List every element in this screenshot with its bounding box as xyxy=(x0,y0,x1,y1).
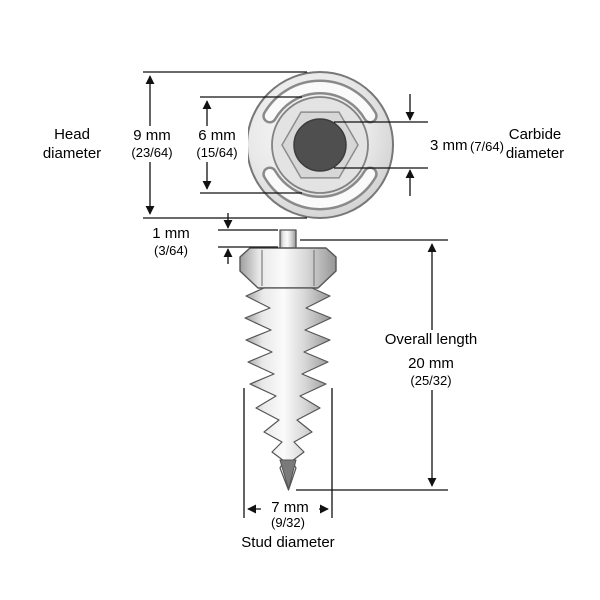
inner-mm-value: 6 mm xyxy=(198,127,236,144)
head-top-notch xyxy=(264,82,376,121)
overall-frac-value: (25/32) xyxy=(410,373,452,388)
carbide-mm-value: 3 mm xyxy=(430,137,468,154)
stud-mm-value: 7 mm xyxy=(271,499,309,516)
carbide-frac-value: (7/64) xyxy=(470,139,504,154)
head-frac-value: (23/64) xyxy=(131,145,173,160)
overall-mm-value: 20 mm xyxy=(408,355,454,372)
head-bottom-notch xyxy=(264,169,376,208)
pin-dimension-label: 1 mm (3/64) xyxy=(138,224,204,260)
stud-frac-value: (9/32) xyxy=(271,515,305,530)
head-diameter-label: Head diameter xyxy=(42,126,102,162)
flange-head xyxy=(239,247,337,289)
stud-diameter-label: Stud diameter xyxy=(241,534,335,551)
pin-mm-value: 1 mm xyxy=(152,225,190,242)
carbide-pin-side-view xyxy=(279,229,297,250)
stud-tip xyxy=(279,459,297,490)
overall-length-label: Overall length xyxy=(384,331,478,348)
stud-head-top-view xyxy=(246,71,394,219)
carbide-diameter-label: Carbide diameter xyxy=(505,126,565,162)
ribbed-body xyxy=(244,287,332,491)
head-mm-value: 9 mm xyxy=(133,127,171,144)
pin-frac-value: (3/64) xyxy=(154,243,188,258)
inner-frac-value: (15/64) xyxy=(196,145,238,160)
stud-side-view xyxy=(239,229,337,491)
head-dimension-label: 9 mm (23/64) xyxy=(121,126,183,163)
inner-dimension-label: 6 mm (15/64) xyxy=(186,126,248,163)
stud-mm-label: 7 mm xyxy=(261,498,319,518)
overall-length-label-block: Overall length 20 mm (25/32) xyxy=(370,330,492,391)
carbide-pin-top-view xyxy=(293,118,347,172)
